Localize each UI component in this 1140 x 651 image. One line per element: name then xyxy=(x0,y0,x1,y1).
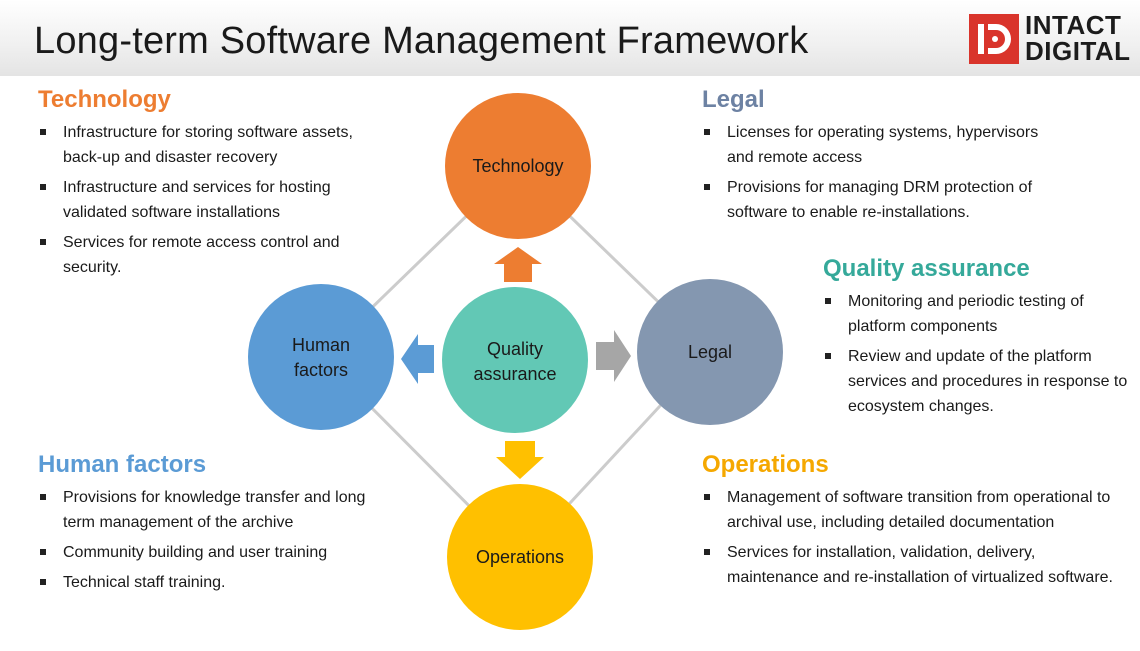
technology-list: Infrastructure for storing software asse… xyxy=(38,120,378,280)
technology-circle-label: Technology xyxy=(472,156,563,176)
legal-heading: Legal xyxy=(702,86,765,113)
quality-assurance-circle xyxy=(442,287,588,433)
brand-logo: INTACT DIGITAL xyxy=(969,10,1131,66)
human-factors-item: Provisions for knowledge transfer and lo… xyxy=(38,485,378,535)
human-factors-heading: Human factors xyxy=(38,451,207,478)
operations-heading: Operations xyxy=(702,451,829,478)
human-factors-item: Technical staff training. xyxy=(38,570,378,595)
legal-circle-label: Legal xyxy=(688,342,732,362)
technology-section: Technology Infrastructure for storing so… xyxy=(38,86,378,285)
quality-assurance-heading: Quality assurance xyxy=(823,255,1030,282)
human-factors-list: Provisions for knowledge transfer and lo… xyxy=(38,485,378,595)
operations-circle xyxy=(447,484,593,630)
quality-assurance-section: Quality assurance Monitoring and periodi… xyxy=(823,255,1128,424)
operations-circle-label: Operations xyxy=(476,547,564,567)
technology-item: Infrastructure and services for hosting … xyxy=(38,175,378,225)
quality-assurance-list: Monitoring and periodic testing of platf… xyxy=(823,289,1128,419)
arrow-left-to-human xyxy=(401,334,434,384)
technology-item: Infrastructure for storing software asse… xyxy=(38,120,378,170)
operations-list: Management of software transition from o… xyxy=(702,485,1122,590)
arrow-down-to-operations xyxy=(496,441,544,479)
legal-item: Provisions for managing DRM protection o… xyxy=(702,175,1047,225)
page-title: Long-term Software Management Framework xyxy=(34,20,809,62)
quality-assurance-label-line2: assurance xyxy=(473,364,556,384)
technology-item: Services for remote access control and s… xyxy=(38,230,378,280)
operations-item: Management of software transition from o… xyxy=(702,485,1122,535)
arrow-up-to-technology xyxy=(494,247,542,282)
human-factors-section: Human factors Provisions for knowledge t… xyxy=(38,451,378,600)
legal-section: Legal Licenses for operating systems, hy… xyxy=(702,86,1047,230)
human-factors-label-line1: Human xyxy=(292,335,350,355)
legal-item: Licenses for operating systems, hypervis… xyxy=(702,120,1047,170)
logo-text-line2: DIGITAL xyxy=(1025,36,1131,66)
human-factors-label-line2: factors xyxy=(294,360,348,380)
arrow-right-to-legal xyxy=(596,330,631,382)
quality-assurance-item: Review and update of the platform servic… xyxy=(823,344,1128,419)
technology-circle xyxy=(445,93,591,239)
quality-assurance-item: Monitoring and periodic testing of platf… xyxy=(823,289,1128,339)
human-factors-item: Community building and user training xyxy=(38,540,378,565)
human-factors-circle xyxy=(248,284,394,430)
technology-heading: Technology xyxy=(38,86,171,113)
operations-item: Services for installation, validation, d… xyxy=(702,540,1122,590)
operations-section: Operations Management of software transi… xyxy=(702,451,1122,595)
quality-assurance-label-line1: Quality xyxy=(487,339,543,359)
logo-text-line1: INTACT xyxy=(1025,10,1122,40)
legal-list: Licenses for operating systems, hypervis… xyxy=(702,120,1047,225)
header-bar: Long-term Software Management Framework … xyxy=(0,0,1140,76)
intact-digital-logo-icon xyxy=(969,14,1019,64)
legal-circle xyxy=(637,279,783,425)
